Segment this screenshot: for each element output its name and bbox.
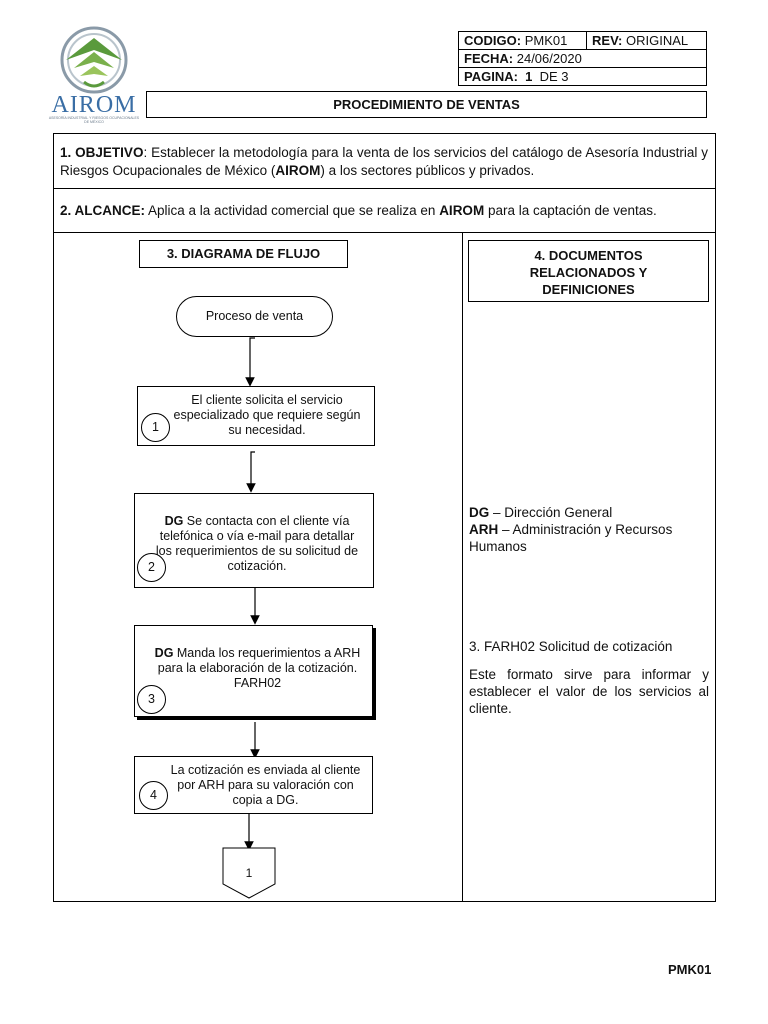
step-2-text: Se contacta con el cliente vía telefónic… xyxy=(155,514,359,573)
fecha-label: FECHA: xyxy=(464,51,514,66)
codigo-cell: CODIGO: PMK01 xyxy=(457,31,588,50)
footer-code: PMK01 xyxy=(668,962,712,977)
arrow-start-to-step1 xyxy=(245,337,255,387)
flow-step-2: DG Se contacta con el cliente vía telefó… xyxy=(134,493,374,588)
pagina-value: 1 xyxy=(525,69,533,84)
logo-wordmark: AIROM xyxy=(51,92,137,118)
rev-value: ORIGINAL xyxy=(626,33,689,48)
codigo-label: CODIGO: xyxy=(464,33,522,48)
start-terminator: Proceso de venta xyxy=(176,296,333,337)
documentos-title-line: 4. DOCUMENTOS xyxy=(534,248,643,263)
related-document-description: Este formato sirve para informar y estab… xyxy=(469,667,709,716)
pagina-cell: PAGINA: 1 DE 3 xyxy=(458,67,707,86)
rev-label: REV: xyxy=(592,33,623,48)
fecha-cell: FECHA: 24/06/2020 xyxy=(458,49,707,68)
flow-step-1: El cliente solicita el servicio especial… xyxy=(137,386,375,446)
document-control-table: CODIGO: PMK01 REV: ORIGINAL FECHA: 24/06… xyxy=(457,31,707,86)
pagina-label: PAGINA: xyxy=(464,69,518,84)
alcance-text: Aplica a la actividad comercial que se r… xyxy=(145,203,440,218)
definition-arh: ARH – Administración y Recursos Humanos xyxy=(469,521,709,555)
objetivo-text: : Establecer la metodología para la vent… xyxy=(60,145,708,178)
objetivo-text-end: ) a los sectores públicos y privados. xyxy=(320,163,535,178)
step-2-number: 2 xyxy=(137,553,166,582)
definition-text: – Dirección General xyxy=(489,505,613,520)
documentos-title: 4. DOCUMENTOS RELACIONADOS Y DEFINICIONE… xyxy=(468,240,709,302)
procedure-frame xyxy=(53,133,716,902)
diagrama-title: 3. DIAGRAMA DE FLUJO xyxy=(139,240,348,268)
definition-dg: DG – Dirección General xyxy=(469,504,709,521)
flow-arrows xyxy=(222,337,276,899)
logo-subtitle: ASESORÍA INDUSTRIAL Y RIESGOS OCUPACIONA… xyxy=(48,116,140,124)
connector-label: 1 xyxy=(245,866,253,880)
offpage-connector xyxy=(222,847,276,899)
step-3-number: 3 xyxy=(137,685,166,714)
step-1-text: El cliente solicita el servicio especial… xyxy=(173,393,361,437)
step-3-actor: DG xyxy=(154,646,174,660)
pagina-total: DE 3 xyxy=(539,69,569,84)
airom-logo xyxy=(44,20,144,132)
step-1-number: 1 xyxy=(141,413,170,442)
documentos-title-line: RELACIONADOS Y xyxy=(529,265,648,280)
objetivo-section: 1. OBJETIVO: Establecer la metodología p… xyxy=(60,144,708,180)
step-3-text: Manda los requerimientos a ARH para la e… xyxy=(157,646,361,675)
flow-step-4: La cotización es enviada al cliente por … xyxy=(134,756,373,814)
alcance-label: 2. ALCANCE: xyxy=(60,203,146,218)
rev-cell: REV: ORIGINAL xyxy=(586,31,707,50)
flow-step-3: DG Manda los requerimientos a ARH para l… xyxy=(134,625,373,717)
step-2-actor: DG xyxy=(164,514,184,528)
objetivo-label: 1. OBJETIVO xyxy=(60,145,144,160)
definition-text: – Administración y Recursos Humanos xyxy=(469,522,673,554)
arrow-step1-to-step2 xyxy=(246,451,256,493)
codigo-value: PMK01 xyxy=(524,33,568,48)
fecha-value: 24/06/2020 xyxy=(516,51,582,66)
document-title: PROCEDIMIENTO DE VENTAS xyxy=(146,91,707,118)
alcance-company: AIROM xyxy=(439,203,485,218)
definition-term: DG xyxy=(469,505,490,520)
alcance-section: 2. ALCANCE: Aplica a la actividad comerc… xyxy=(60,202,708,220)
step-4-number: 4 xyxy=(139,781,168,810)
step-4-text: La cotización es enviada al cliente por … xyxy=(170,763,361,807)
definition-term: ARH xyxy=(469,522,499,537)
column-divider xyxy=(462,232,463,902)
step-3-form-code: FARH02 xyxy=(233,676,282,690)
definitions-list: DG – Dirección General ARH – Administrac… xyxy=(469,504,709,555)
related-document-title: 3. FARH02 Solicitud de cotización xyxy=(469,639,673,654)
documentos-title-line: DEFINICIONES xyxy=(542,282,635,297)
divider-alcance xyxy=(53,232,716,233)
alcance-text-end: para la captación de ventas. xyxy=(484,203,657,218)
objetivo-company: AIROM xyxy=(275,163,321,178)
divider-objetivo xyxy=(53,188,716,189)
